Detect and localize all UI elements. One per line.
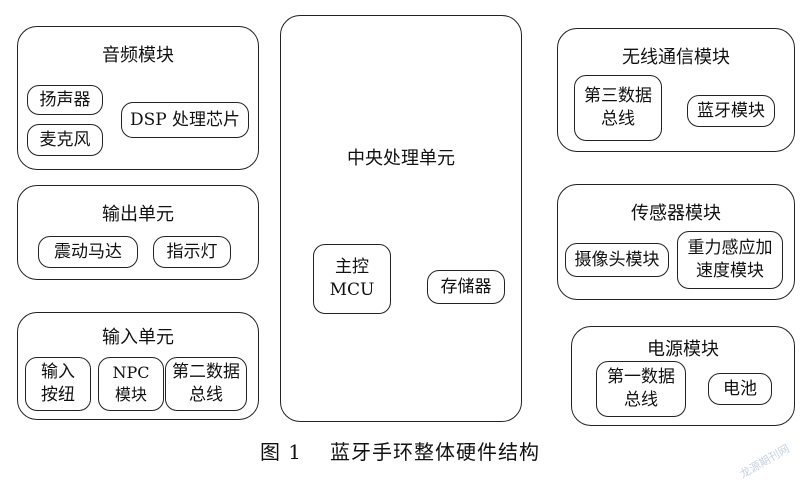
dsp-chip-box: DSP 处理芯片 — [121, 102, 249, 138]
indicator-light-box: 指示灯 — [153, 236, 231, 268]
gravity-sensor-module-box: 重力感应加 速度模块 — [677, 231, 783, 289]
first-data-bus-box: 第一数据 总线 — [596, 361, 686, 417]
second-data-bus-box: 第二数据 总线 — [165, 357, 247, 411]
power-module-title: 电源模块 — [647, 339, 719, 360]
audio-module-title: 音频模块 — [102, 45, 174, 66]
main-control-mcu: 主控 MCU — [313, 244, 391, 314]
audio-module: 音频模块 扬声器 麦克风 DSP 处理芯片 — [17, 26, 259, 170]
input-unit: 输入单元 输入 按纽 NPC 模块 第二数据 总线 — [17, 312, 259, 420]
figure-caption: 图 1 蓝牙手环整体硬件结构 — [0, 436, 800, 465]
output-unit: 输出单元 震动马达 指示灯 — [17, 185, 259, 280]
bluetooth-module-box: 蓝牙模块 — [687, 95, 775, 127]
camera-module-box: 摄像头模块 — [565, 243, 669, 277]
wireless-communication-module: 无线通信模块 第三数据 总线 蓝牙模块 — [557, 28, 795, 152]
input-button-box: 输入 按纽 — [25, 357, 91, 411]
input-unit-title: 输入单元 — [102, 327, 174, 348]
figure-number: 图 1 — [259, 440, 303, 464]
speaker-box: 扬声器 — [27, 85, 103, 115]
wireless-module-title: 无线通信模块 — [622, 47, 730, 68]
sensor-module-title: 传感器模块 — [631, 203, 721, 224]
output-unit-title: 输出单元 — [102, 204, 174, 225]
figure-title: 蓝牙手环整体硬件结构 — [330, 440, 541, 464]
battery-box: 电池 — [708, 373, 772, 405]
memory-box: 存储器 — [427, 270, 505, 304]
central-processing-unit: 中央处理单元 主控 MCU 存储器 — [280, 15, 522, 422]
power-module: 电源模块 第一数据 总线 电池 — [571, 326, 795, 426]
npc-module-box: NPC 模块 — [98, 357, 164, 411]
microphone-box: 麦克风 — [27, 124, 103, 156]
third-data-bus-box: 第三数据 总线 — [574, 75, 662, 141]
vibration-motor-box: 震动马达 — [38, 236, 138, 268]
central-processing-unit-title: 中央处理单元 — [347, 148, 455, 169]
sensor-module: 传感器模块 摄像头模块 重力感应加 速度模块 — [557, 184, 795, 300]
